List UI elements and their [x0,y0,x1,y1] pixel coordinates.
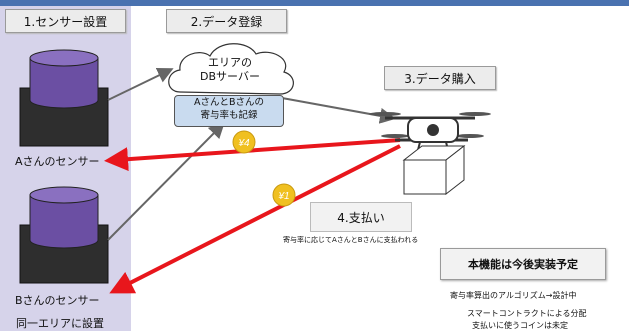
same-area-label: 同一エリアに設置 [16,317,104,330]
cloud-label-line2: DBサーバー [200,70,260,83]
payment-arrow-b [109,144,401,294]
sensor-a-label: Aさんのセンサー [15,155,100,168]
sensor-b-label: Bさんのセンサー [15,294,100,307]
sensor-b-icon [19,186,109,284]
record-line2: 寄与率も記録 [200,110,258,121]
data-arrow-b [107,122,225,241]
feature-title-box: 本機能は今後実装予定 [440,248,606,280]
record-line1: AさんとBさんの [193,97,265,108]
svg-text:¥1: ¥1 [278,191,289,202]
step1-label: 1.センサー設置 [5,9,126,33]
db-server-cloud: エリアの DBサーバー [170,42,290,102]
package-icon [402,144,466,196]
feature-note-algorithm: 寄与率算出のアルゴリズム→設計中 [450,291,577,300]
coin-icon-a: ¥4 [232,130,256,154]
cloud-icon [168,43,294,95]
top-bar [0,0,629,6]
svg-text:¥4: ¥4 [238,138,250,149]
step4-label: 4.支払い [310,202,412,232]
data-arrow-a [107,68,174,101]
coin-icon-b: ¥1 [272,183,296,207]
step2-label: 2.データ登録 [166,9,287,33]
step3-label: 3.データ購入 [384,66,496,90]
cloud-label-line1: エリアの [208,56,252,69]
drone-icon [369,112,491,151]
payment-arrow-a [104,138,401,172]
contribution-record-box: AさんとBさんの 寄与率も記録 [174,95,284,127]
feature-note-contract: スマートコントラクトによる分配 [467,309,587,318]
feature-note-coin: 支払いに使うコインは未定 [472,321,568,330]
payment-note: 寄与率に応じてAさんとBさんに支払われる [283,236,419,244]
sensor-a-icon [19,49,109,147]
